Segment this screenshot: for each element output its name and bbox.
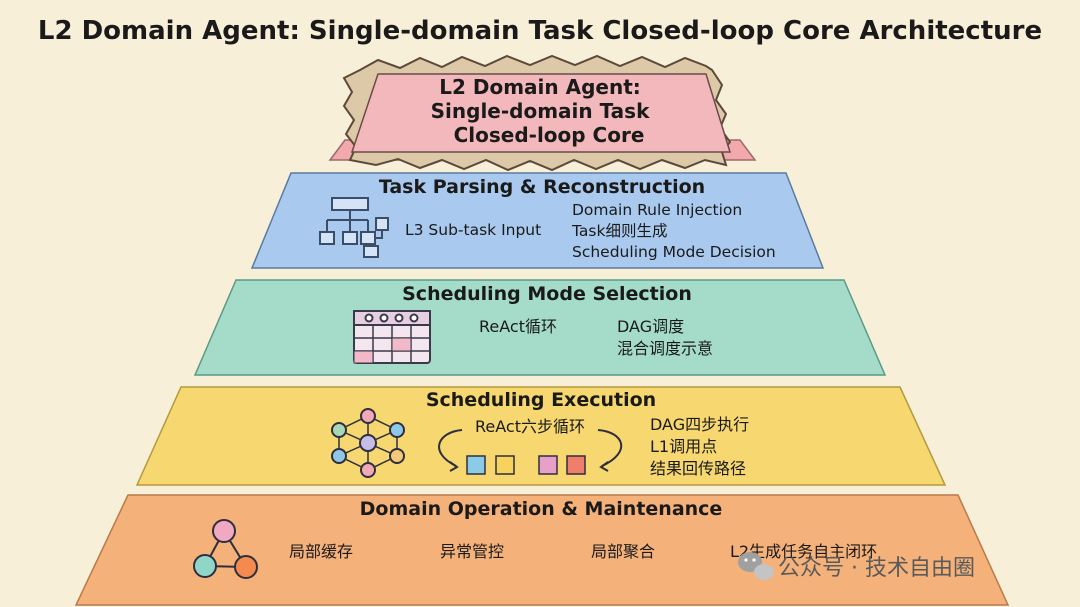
top-tier-line-1: L2 Domain Agent: xyxy=(439,75,641,99)
tier-1-title: Task Parsing & Reconstruction xyxy=(379,176,705,198)
top-tier: L2 Domain Agent: Single-domain Task Clos… xyxy=(328,54,757,172)
watermark: 公众号 · 技术自由圈 xyxy=(738,552,975,581)
diagram-title: L2 Domain Agent: Single-domain Task Clos… xyxy=(38,16,1042,46)
tier-4-item-1: 局部缓存 xyxy=(289,542,353,561)
tier-3-title: Scheduling Execution xyxy=(426,389,656,411)
tier-1-item-3: Scheduling Mode Decision xyxy=(572,243,776,261)
tier-4-item-2: 异常管控 xyxy=(440,542,504,561)
tier-2-title: Scheduling Mode Selection xyxy=(402,283,692,305)
tier-3-item-3: 结果回传路径 xyxy=(650,459,746,478)
flowchart-icon xyxy=(319,197,389,258)
tier-2-item-2: 混合调度示意 xyxy=(617,339,713,358)
tier-4-item-4: L2生成任务自主闭环 xyxy=(730,542,877,561)
tier-2-react: ReAct循环 xyxy=(479,317,557,336)
top-tier-line-3: Closed-loop Core xyxy=(454,123,645,147)
tier-2-item-1: DAG调度 xyxy=(617,317,684,336)
tier-1-input: L3 Sub-task Input xyxy=(405,221,541,239)
tier-3-react: ReAct六步循环 xyxy=(475,417,585,436)
tier-3-item-2: L1调用点 xyxy=(650,437,717,456)
tier-4-title: Domain Operation & Maintenance xyxy=(360,498,723,520)
triangle-nodes-icon xyxy=(193,519,258,579)
tier-domain-operation: Domain Operation & Maintenance 局部缓存 异常管控… xyxy=(74,494,1010,606)
tier-scheduling-execution: Scheduling Execution ReAct六步循环 DAG四步执行 L… xyxy=(135,386,947,486)
tier-task-parsing: Task Parsing & Reconstruction L3 Sub-tas… xyxy=(250,172,825,269)
tier-1-item-1: Domain Rule Injection xyxy=(572,201,742,219)
tier-1-item-2: Task细则生成 xyxy=(571,222,667,240)
wechat-icon xyxy=(738,552,774,580)
calendar-grid-icon xyxy=(353,310,431,364)
network-graph-icon xyxy=(331,408,405,478)
tier-4-item-3: 局部聚合 xyxy=(591,542,655,561)
cycle-arrows-icon xyxy=(438,429,623,472)
tier-3-item-1: DAG四步执行 xyxy=(650,415,749,434)
tier-scheduling-mode: Scheduling Mode Selection ReAct循环 DAG调度 … xyxy=(193,279,887,376)
watermark-text: 公众号 · 技术自由圈 xyxy=(778,556,975,581)
top-tier-line-2: Single-domain Task xyxy=(431,99,650,123)
step-blocks xyxy=(466,455,586,475)
